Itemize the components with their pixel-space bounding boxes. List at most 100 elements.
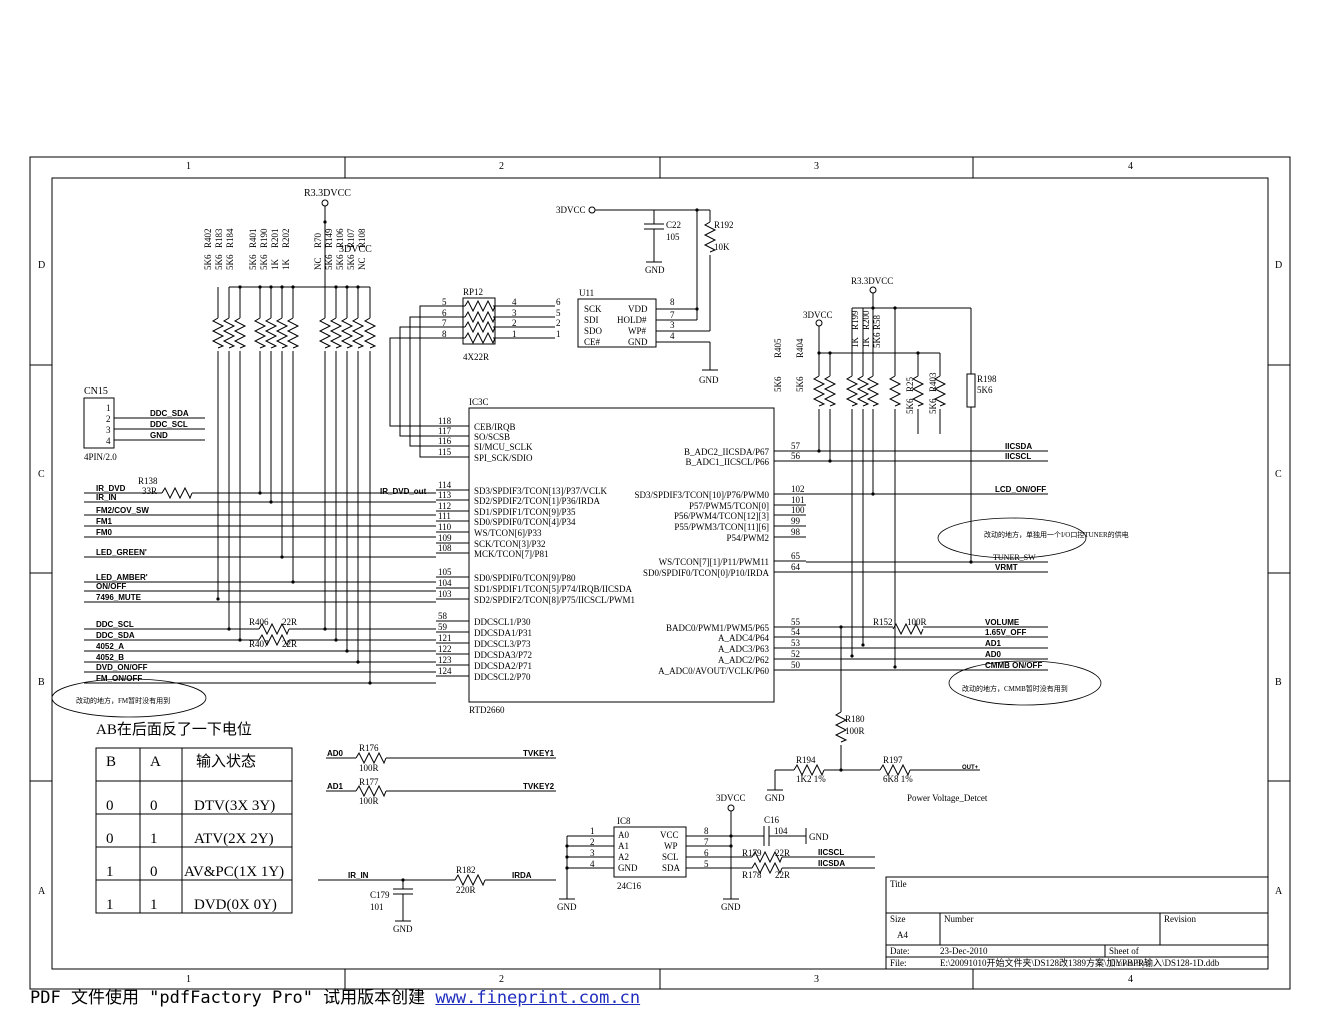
gnd-label: GND [809, 832, 829, 842]
note-text: 改动的地方，FM暂时没有用到 [76, 696, 170, 705]
pin: 59 [438, 622, 448, 632]
net-label: IR_DVD [96, 484, 126, 493]
power-label: R3.3DVCC [304, 188, 351, 199]
net-label: AD1 [985, 639, 1002, 648]
right-nets: IICSDAIICSCLLCD_ON/OFFTUNER_SWVRMTVOLUME… [806, 442, 1048, 671]
file-value: E:\20091010开始文件夹\DS128改1389方案\加YPBPR输入\D… [940, 957, 1220, 968]
value: 1K [850, 337, 860, 349]
pin-name: A_ADC3/P63 [718, 644, 770, 654]
net-label: IR_IN [96, 493, 117, 502]
net-label: VOLUME [985, 618, 1020, 627]
ref: R107 [346, 228, 356, 248]
pin: 2 [106, 414, 111, 424]
pin: 7 [704, 837, 709, 847]
pin-name: SDO [584, 326, 603, 336]
pin: 3 [590, 848, 595, 858]
pin-name: DDCSDA1/P31 [474, 628, 532, 638]
pin-name: DDCSCL3/P73 [474, 639, 531, 649]
pin-name: B_ADC1_IICSCL/P66 [685, 457, 769, 467]
pin-name: SO/SCSB [474, 432, 510, 442]
table-header: 输入状态 [196, 753, 256, 770]
value: 22R [282, 639, 297, 649]
pin: 109 [438, 533, 452, 543]
tvkey-resistors: AD0 AD1 TVKEY1 TVKEY2 R176 100R R177 100… [326, 743, 556, 806]
pin-name: SD3/SPDIF3/TCON[10]/P76/PWM0 [634, 490, 769, 500]
date-value: 23-Dec-2010 [940, 946, 988, 956]
pin: 58 [438, 611, 448, 621]
ref: R190 [259, 228, 269, 248]
pin: 122 [438, 644, 452, 654]
power-detect-divider: R180 100R GND R194 1K2 1% R197 6K8 1% OU… [765, 625, 988, 803]
net-label: CMMB ON/OFF [985, 661, 1042, 670]
pin-name: MCK/TCON[7]/P81 [474, 549, 549, 559]
net-label: FM_ON/OFF [96, 674, 142, 683]
ref: R407 [249, 639, 269, 649]
ref: R149 [324, 228, 334, 248]
title-block: Title Size A4 Number Revision Date: 23-D… [885, 876, 1269, 970]
pin: 53 [791, 638, 801, 648]
sheet-label: Sheet of [1109, 946, 1139, 956]
row-label: A [1275, 886, 1283, 897]
block-label: Power Voltage_Detcet [907, 793, 988, 803]
pin: 8 [442, 329, 447, 339]
pin-name: A_ADC0/AVOUT/VCLK/P60 [658, 666, 769, 676]
pin-name: CE# [584, 337, 601, 347]
pin-name: A_ADC4/P64 [718, 633, 770, 643]
value: 5K6 [259, 254, 269, 270]
table-header: A [150, 754, 161, 770]
pin: 65 [791, 551, 801, 561]
grid-labels: 1 2 3 4 1 2 3 4 D C B A D C B A [38, 161, 1283, 985]
net-label: DVD_ON/OFF [96, 663, 148, 672]
part-label: 4PIN/2.0 [84, 452, 117, 462]
pin: 3 [106, 425, 111, 435]
net-label: IICSCL [1005, 452, 1031, 461]
pin: 1 [556, 329, 561, 339]
pin: 3 [512, 308, 517, 318]
value: 5K6 [248, 254, 258, 270]
ref: R152 [873, 617, 893, 627]
col-label: 2 [499, 161, 504, 172]
net-label: FM0 [96, 528, 113, 537]
table-cell: 0 [150, 798, 158, 814]
value: 220R [456, 885, 476, 895]
col-label: 2 [499, 974, 504, 985]
pin: 110 [438, 522, 452, 532]
ref: U11 [579, 288, 594, 298]
ref: R403 [928, 372, 938, 392]
pin: 4 [106, 436, 111, 446]
note-text: 改动的地方，CMMB暂时没有用到 [962, 684, 1068, 693]
pin-name: VCC [660, 830, 679, 840]
pin: 124 [438, 666, 452, 676]
pin: 1 [590, 826, 595, 836]
value: 10K [714, 242, 730, 252]
pin: 114 [438, 480, 452, 490]
power-label: 3DVCC [556, 205, 586, 215]
pin: 103 [438, 589, 452, 599]
net-label: TVKEY1 [523, 749, 555, 758]
net-label: IRDA [512, 871, 532, 880]
power-label: 3DVCC [803, 310, 833, 320]
pin-name: WS/TCON[6]/P33 [474, 528, 542, 538]
value: 5K6 [225, 254, 235, 270]
pin: 116 [438, 436, 452, 446]
pin-name: VDD [628, 304, 648, 314]
pin-name: A0 [618, 830, 629, 840]
pin-name: DDCSDA2/P71 [474, 661, 532, 671]
pin: 118 [438, 416, 452, 426]
footer-link[interactable]: www.fineprint.com.cn [435, 988, 641, 1008]
pin: 3 [670, 320, 675, 330]
table-cell: 1 [106, 897, 114, 913]
net-label: AD1 [327, 782, 344, 791]
part-label: 4X22R [463, 352, 489, 362]
net-label: IICSCL [818, 848, 844, 857]
value: NC [313, 257, 323, 270]
pin-name: DDCSCL2/P70 [474, 672, 531, 682]
size-value: A4 [897, 930, 908, 940]
pin: 8 [670, 297, 675, 307]
number-label: Number [944, 914, 974, 924]
ref: R192 [714, 220, 734, 230]
net-label: FM1 [96, 517, 113, 526]
pin: 108 [438, 543, 452, 553]
revision-label: Revision [1164, 914, 1197, 924]
